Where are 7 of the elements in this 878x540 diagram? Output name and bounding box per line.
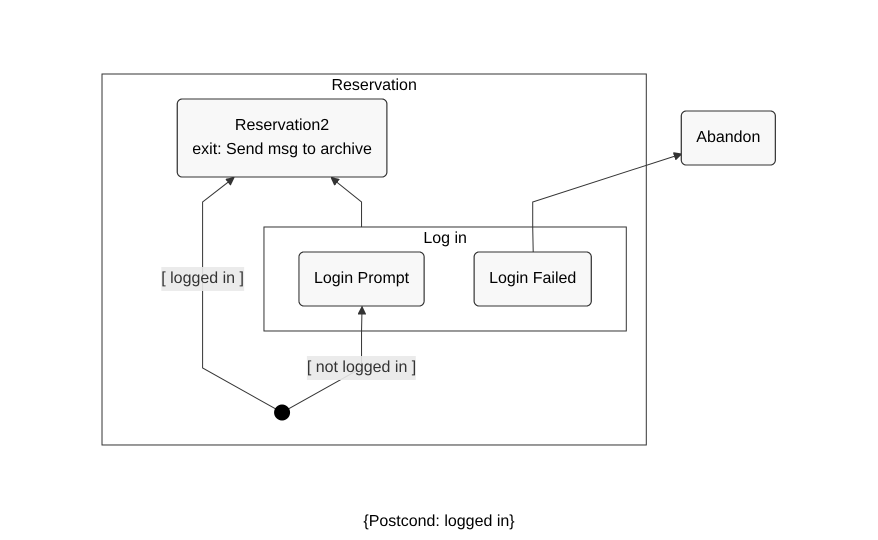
note-text: {Postcond: logged in}	[363, 513, 515, 530]
arrow	[532, 152, 682, 252]
arrow	[330, 176, 362, 227]
edge-label: [ logged in ]	[162, 269, 244, 286]
node-circle	[274, 404, 290, 420]
edge-label: [ not logged in ]	[307, 358, 417, 376]
arrow	[202, 176, 276, 409]
